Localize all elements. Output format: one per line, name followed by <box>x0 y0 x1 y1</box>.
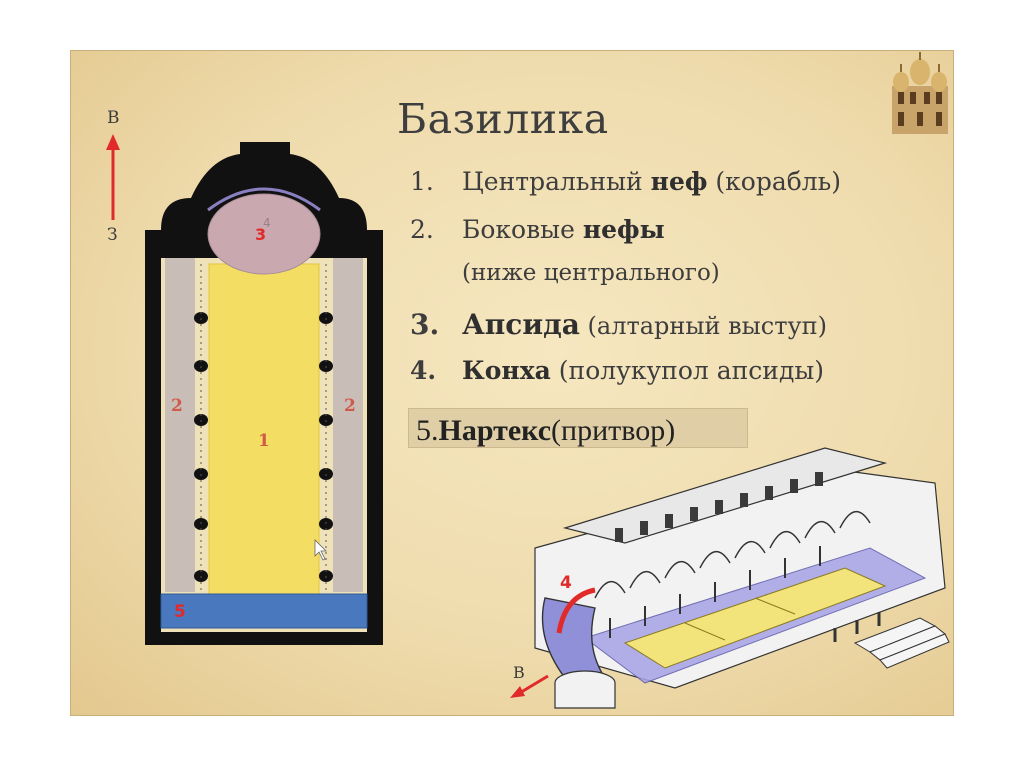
narthex-label-box <box>408 408 748 448</box>
compass-arrow-icon <box>106 134 120 220</box>
slide: В З <box>70 50 954 716</box>
slide-title: Базилика <box>397 95 609 143</box>
plan-label-conch: 4 <box>263 216 271 230</box>
plan-label-nave: 1 <box>258 431 270 451</box>
central-nave <box>208 263 320 595</box>
plan-label-side-right: 2 <box>344 396 356 416</box>
list-item-aisles-note: (ниже центрального) <box>462 260 720 286</box>
cutaway-east-arrow-icon <box>510 674 549 698</box>
side-aisle-right <box>333 258 363 592</box>
list-item-apse: 3.Апсида (алтарный выступ) <box>410 308 827 341</box>
list-item-nave: 1.Центральный неф (корабль) <box>410 167 842 196</box>
church-domes-icon <box>892 52 948 134</box>
plan-label-narthex: 5 <box>174 602 186 622</box>
plan-label-side-left: 2 <box>171 396 183 416</box>
plan-label-apse: 3 <box>255 225 267 244</box>
compass-east-label: В <box>107 108 120 128</box>
cursor-icon <box>314 539 327 561</box>
list-item-aisles: 2.Боковые нефы <box>410 215 665 244</box>
conch-arc <box>556 587 596 634</box>
compass-west-label: З <box>107 225 118 245</box>
narthex-label: 5.Нартекс(притвор) <box>416 414 676 447</box>
narthex <box>160 593 368 629</box>
side-aisle-left <box>165 258 195 592</box>
list-item-conch: 4.Конха (полукупол апсиды) <box>410 356 824 385</box>
apse <box>207 193 321 275</box>
cutaway-label-conch: 4 <box>560 573 572 593</box>
basilica-cutaway-illustration <box>534 447 950 709</box>
basilica-floor-plan <box>145 142 383 645</box>
cutaway-east-label: В <box>513 663 525 682</box>
